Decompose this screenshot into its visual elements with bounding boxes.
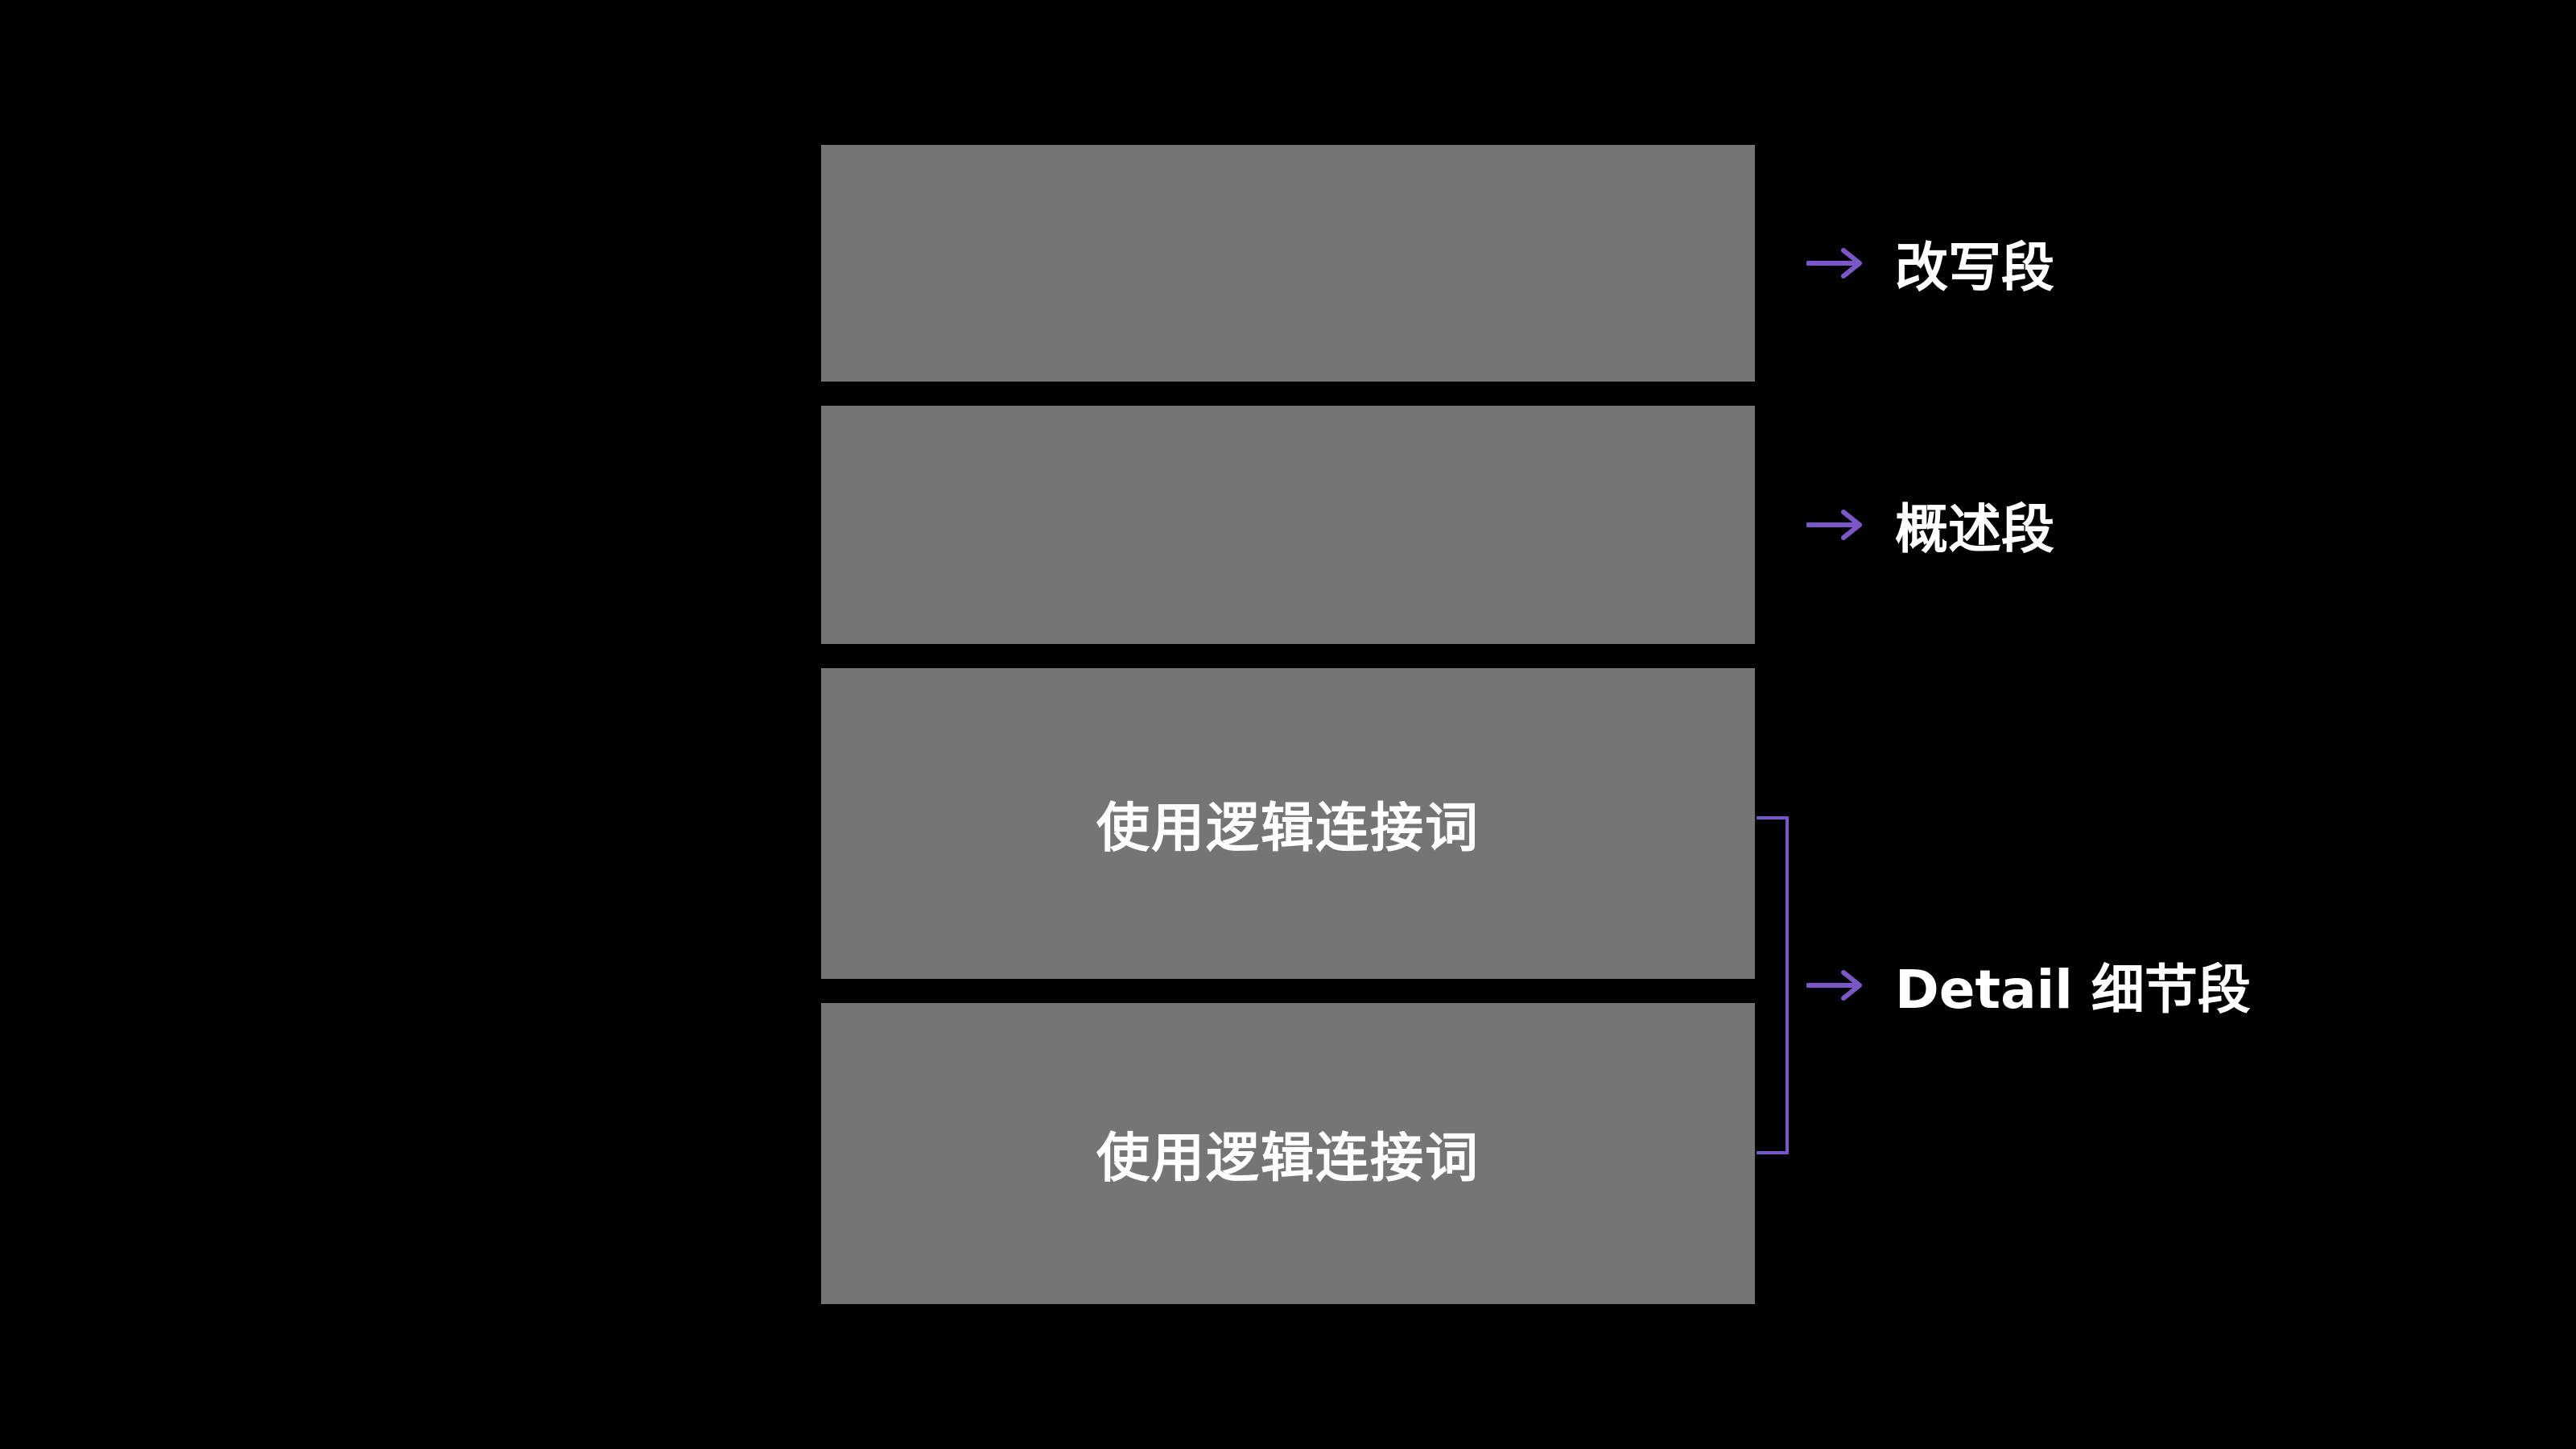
- arrow-right-icon: [1806, 248, 1862, 279]
- block-text: 使用逻辑连接词: [1096, 1127, 1480, 1189]
- label-detail: Detail 细节段: [1806, 945, 2251, 1026]
- label-text: Detail 细节段: [1895, 959, 2251, 1021]
- label-overview: 概述段: [1806, 485, 2054, 565]
- rewrite-paragraph-block: [821, 145, 1755, 382]
- label-text: 概述段: [1895, 498, 2054, 560]
- detail-paragraph-block-1: 使用逻辑连接词: [821, 668, 1755, 979]
- arrow-right-icon: [1806, 970, 1862, 1001]
- detail-paragraph-block-2: 使用逻辑连接词: [821, 1003, 1755, 1304]
- arrow-right-icon: [1806, 510, 1862, 540]
- block-text: 使用逻辑连接词: [1096, 797, 1480, 859]
- label-text: 改写段: [1895, 237, 2054, 299]
- label-rewrite: 改写段: [1806, 223, 2054, 303]
- overview-paragraph-block: [821, 406, 1755, 644]
